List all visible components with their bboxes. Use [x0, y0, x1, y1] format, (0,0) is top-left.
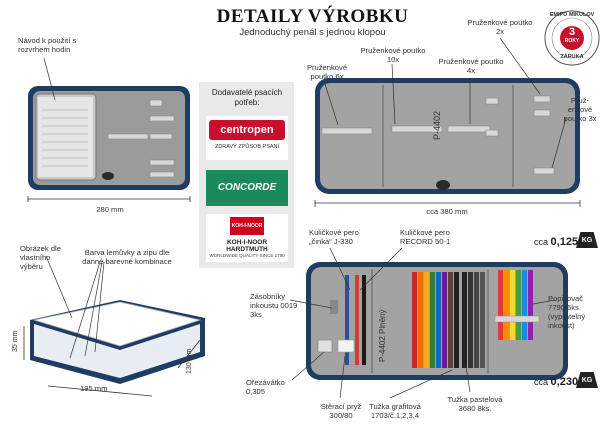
weight-empty-value: 0,125	[550, 236, 579, 248]
label-trim-color: Barva lemůvky a zipu dle danné barevné k…	[82, 248, 172, 266]
label-pen-record: Kuličkové pero RECORD 50-1	[400, 228, 451, 246]
dim-height-label: 35 mm	[12, 330, 19, 352]
label-manual: Návod k použití s rozvrhem hodin	[18, 36, 77, 54]
kohinoor-name: KOH-I-NOOR HARDTMUTH	[226, 239, 268, 253]
badge-top-text: EMIPO MIKULOV	[549, 12, 595, 18]
dim-width-label: 195 mm	[80, 384, 108, 393]
centropen-logo: centropen ZDRAVÝ ZPŮSOB PSANÍ	[206, 116, 288, 160]
label-graphite: Tužka grafitová 1703/č.1,2,3,4	[369, 402, 421, 420]
pencil-case-closed-photo	[30, 300, 205, 384]
badge-bottom-text: ZÁRUKA	[560, 54, 584, 60]
label-eraser: Stěrací pryž 300/80	[320, 402, 362, 420]
label-loop-10x: Pruženkové poutko 10x	[360, 46, 426, 64]
weight-filled-prefix: cca	[534, 377, 549, 387]
product-code-filled: P-4402 Plněný	[378, 309, 387, 362]
dimension-280	[27, 196, 191, 202]
warranty-badge	[544, 10, 600, 66]
label-pen-cinka: Kuličkové pero „činka“ J-330	[309, 228, 359, 246]
kohinoor-tagline: WORLDWIDE QUALITY SINCE 1790	[209, 253, 285, 258]
centropen-wordmark: centropen	[209, 120, 285, 140]
label-loop-4x: Pruženkové poutko 4x	[438, 57, 504, 75]
weight-filled-kg-icon: KG	[576, 372, 598, 388]
label-crayons: Tužka pastelová 3680 8ks.	[447, 395, 503, 413]
badge-number: 3	[568, 26, 576, 38]
suppliers-heading: Dodavatelé psacích potřeb:	[211, 88, 283, 107]
kohinoor-logo: KOH-I-NOOR KOH-I-NOOR HARDTMUTH WORLDWID…	[206, 214, 288, 262]
product-code-open: P-4402	[432, 110, 442, 140]
concorde-logo: CONCORDE	[206, 170, 288, 206]
label-markers: Popisovač 7790 6ks. (vypratelný inkoust)	[548, 294, 586, 330]
dimension-380-label: cca 380 mm	[426, 207, 468, 216]
dimension-380	[314, 200, 581, 207]
kohinoor-mark: KOH-I-NOOR	[230, 217, 264, 235]
weight-filled: cca 0,230	[534, 376, 578, 388]
badge-number-unit: ROKY	[564, 38, 580, 44]
pencil-case-open-photo	[28, 86, 190, 190]
label-refills: Zásobníky inkoustu 0019 3ks	[250, 292, 298, 319]
dimension-280-label: 280 mm	[96, 205, 124, 214]
label-sharpener: Ořezávátko 0,305	[246, 378, 285, 396]
concorde-wordmark: CONCORDE	[217, 182, 277, 193]
weight-empty: cca 0,125	[534, 236, 578, 248]
page-title: DETAILY VÝROBKU	[216, 6, 409, 27]
label-loop-3x: Pruž-enkové poutko 3x	[563, 96, 597, 123]
weight-empty-kg-icon: KG	[576, 232, 598, 248]
pencil-case-filled-photo	[306, 262, 568, 380]
page-subtitle: Jednoduchý penál s jednou klopou	[239, 27, 386, 38]
weight-empty-prefix: cca	[534, 237, 549, 247]
pencil-case-fully-open-photo	[315, 78, 580, 194]
weight-filled-value: 0,230	[550, 376, 579, 388]
dim-depth-label: 130 mm	[186, 348, 193, 374]
label-custom-picture: Obrázek dle vlastního výběru	[20, 244, 61, 271]
centropen-tagline: ZDRAVÝ ZPŮSOB PSANÍ	[214, 144, 280, 150]
label-loop-6x: Pruženkové poutko 6x	[306, 63, 348, 81]
label-loop-2x: Pruženkové poutko 2x	[467, 18, 533, 36]
dimensions-closed	[23, 326, 201, 397]
